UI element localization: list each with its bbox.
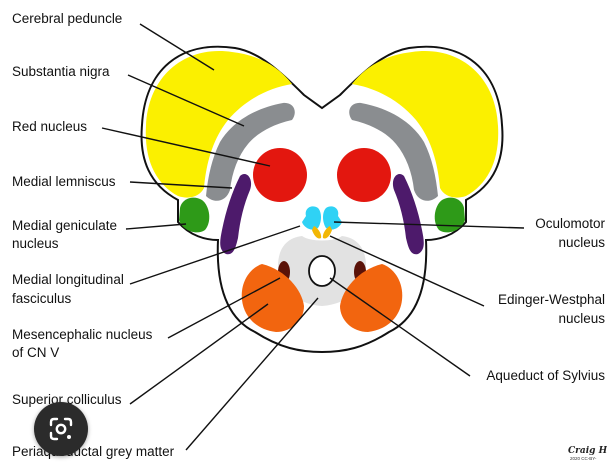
labels-left: Cerebral peduncle Substantia nigra Red n… xyxy=(12,11,175,459)
label-medial-geniculate-2: nucleus xyxy=(12,236,59,251)
lens-button[interactable] xyxy=(34,402,88,456)
leader-superior-colliculus xyxy=(130,304,268,404)
label-edinger-westphal-2: nucleus xyxy=(558,311,605,326)
label-mesencephalic-1: Mesencephalic nucleus xyxy=(12,327,153,342)
label-red-nucleus: Red nucleus xyxy=(12,119,87,134)
label-mlf-1: Medial longitudinal xyxy=(12,272,124,287)
red-nucleus-left xyxy=(253,148,307,202)
label-periaqueductal: Periaqueductal grey matter xyxy=(12,444,175,459)
credit-name: Craig Ha xyxy=(568,446,607,456)
label-medial-geniculate-1: Medial geniculate xyxy=(12,218,117,233)
label-mesencephalic-2: of CN V xyxy=(12,345,59,360)
label-edinger-westphal-1: Edinger-Westphal xyxy=(498,292,605,307)
label-medial-lemniscus: Medial lemniscus xyxy=(12,174,116,189)
label-mlf-2: fasciculus xyxy=(12,291,72,306)
credit-license: 2020 CC-BY- xyxy=(570,456,597,461)
labels-right: Oculomotor nucleus Edinger-Westphal nucl… xyxy=(486,216,605,383)
label-aqueduct: Aqueduct of Sylvius xyxy=(486,368,605,383)
label-cerebral-peduncle: Cerebral peduncle xyxy=(12,11,122,26)
label-oculomotor-2: nucleus xyxy=(558,235,605,250)
aqueduct-of-sylvius xyxy=(309,256,335,286)
label-substantia-nigra: Substantia nigra xyxy=(12,64,110,79)
leader-medial-geniculate xyxy=(126,224,186,229)
google-lens-icon xyxy=(47,415,75,443)
label-oculomotor-1: Oculomotor xyxy=(535,216,605,231)
red-nucleus-right xyxy=(337,148,391,202)
